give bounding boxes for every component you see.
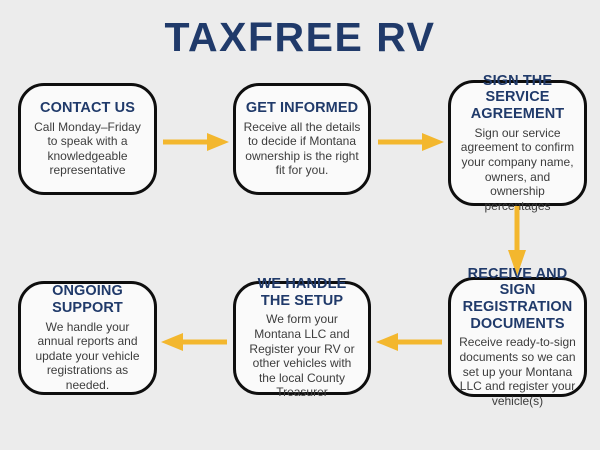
step-box-get-informed: GET INFORMED Receive all the details to …: [233, 83, 371, 195]
step-title: SIGN THE SERVICE AGREEMENT: [470, 72, 565, 122]
arrow-left-documents-to-setup: [376, 333, 442, 351]
step-title: RECEIVE AND SIGN REGISTRATION DOCUMENTS: [462, 265, 573, 332]
arrow-down-agreement-to-documents: [508, 206, 526, 276]
step-body: Call Monday–Friday to speak with a knowl…: [34, 119, 141, 178]
step-body: Sign our service agreement to confirm yo…: [460, 125, 575, 213]
step-title: GET INFORMED: [245, 99, 359, 116]
step-box-ongoing-support: ONGOING SUPPORT We handle your annual re…: [18, 281, 157, 395]
arrow-right-informed-to-agreement: [378, 133, 444, 151]
step-body: Receive all the details to decide if Mon…: [243, 119, 361, 178]
page-title: TAXFREE RV: [164, 14, 436, 60]
step-body: We form your Montana LLC and Register yo…: [249, 312, 355, 400]
step-title: CONTACT US: [40, 99, 135, 116]
step-box-we-handle-the-setup: WE HANDLE THE SETUP We form your Montana…: [233, 276, 371, 399]
step-box-sign-service-agreement: SIGN THE SERVICE AGREEMENT Sign our serv…: [448, 73, 587, 213]
arrow-right-contact-to-informed: [163, 133, 229, 151]
step-box-receive-sign-registration-documents: RECEIVE AND SIGN REGISTRATION DOCUMENTS …: [448, 266, 587, 408]
arrow-left-setup-to-support: [161, 333, 227, 351]
step-box-contact-us: CONTACT US Call Monday–Friday to speak w…: [18, 83, 157, 195]
step-body: Receive ready-to-sign documents so we ca…: [459, 335, 576, 408]
step-body: We handle your annual reports and update…: [35, 319, 140, 393]
step-title: ONGOING SUPPORT: [52, 283, 123, 316]
step-title: WE HANDLE THE SETUP: [257, 275, 347, 309]
